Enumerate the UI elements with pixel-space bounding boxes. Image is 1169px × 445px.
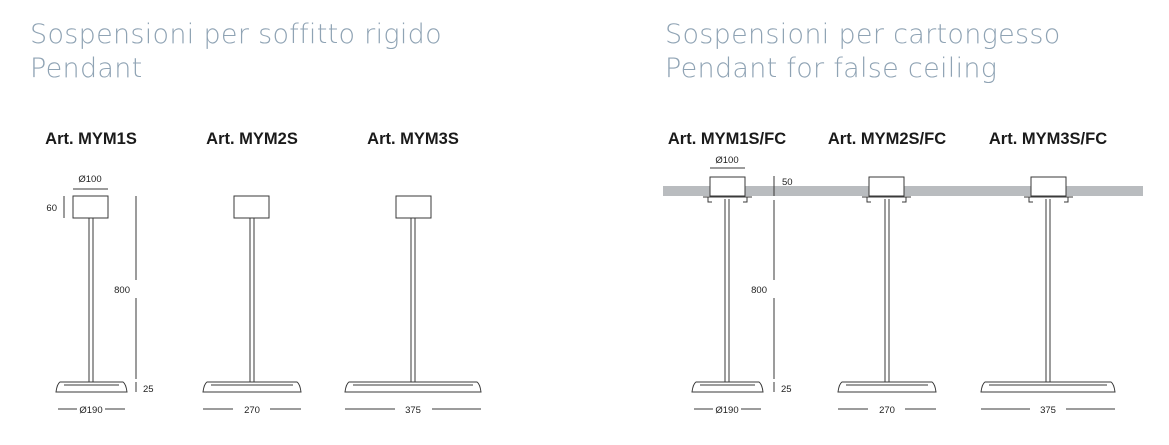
lamp-base xyxy=(344,381,482,393)
product-label-mym1s: Art. MYM1S xyxy=(45,130,137,148)
canopy xyxy=(395,195,432,219)
product-label-mym3s-fc: Art. MYM3S/FC xyxy=(988,130,1108,148)
product-label-mym2s-fc: Art. MYM2S/FC xyxy=(827,130,947,148)
fixture-mym3s-fc xyxy=(980,176,1116,393)
dim-label-base-height: 25 xyxy=(781,384,792,395)
dim-label-canopy-diameter: Ø100 xyxy=(78,174,101,185)
lamp-base xyxy=(202,381,302,393)
dim-label-width-mym1s-fc: Ø190 xyxy=(715,405,738,416)
fixture-mym1s-fc xyxy=(691,176,764,393)
dim-label-width-mym3s: 375 xyxy=(405,405,421,416)
canopy xyxy=(709,176,746,197)
canopy xyxy=(1030,176,1067,197)
dim-label-width-mym1s: Ø190 xyxy=(79,405,102,416)
product-label-mym2s: Art. MYM2S xyxy=(206,130,298,148)
section-title-false-ceiling: Sospensioni per cartongesso Pendant for … xyxy=(665,18,1061,86)
canopy xyxy=(72,195,109,219)
lamp-base xyxy=(55,381,128,393)
dimension-lines-right xyxy=(694,167,1115,410)
section-title-rigid-ceiling: Sospensioni per soffitto rigido Pendant xyxy=(30,18,442,86)
title-italian: Sospensioni per soffitto rigido xyxy=(30,19,442,50)
spring-clips xyxy=(707,197,748,203)
fixture-mym2s xyxy=(202,195,302,393)
dim-label-canopy-diameter: Ø100 xyxy=(715,155,738,166)
dim-label-stem-length: 800 xyxy=(751,285,767,296)
dim-label-base-height: 25 xyxy=(143,384,154,395)
dim-label-width-mym2s-fc: 270 xyxy=(879,405,895,416)
canopy xyxy=(233,195,270,219)
dim-label-width-mym2s: 270 xyxy=(244,405,260,416)
dim-label-canopy-height: 60 xyxy=(46,203,57,214)
lamp-base xyxy=(837,381,937,393)
title-english: Pendant xyxy=(30,53,143,84)
fixture-mym1s xyxy=(55,195,128,393)
fixture-mym3s xyxy=(344,195,482,393)
dim-label-stem-length: 800 xyxy=(114,285,130,296)
dim-label-ceiling-thickness: 50 xyxy=(782,177,793,188)
spring-clips xyxy=(866,197,907,203)
spring-clips xyxy=(1028,197,1069,203)
product-label-mym3s: Art. MYM3S xyxy=(367,130,459,148)
title-italian: Sospensioni per cartongesso xyxy=(665,19,1061,50)
dimension-lines-left xyxy=(58,188,481,410)
product-label-mym1s-fc: Art. MYM1S/FC xyxy=(667,130,787,148)
lamp-base xyxy=(980,381,1116,393)
fixture-mym2s-fc xyxy=(837,176,937,393)
lamp-base xyxy=(691,381,764,393)
dim-label-width-mym3s-fc: 375 xyxy=(1040,405,1056,416)
canopy xyxy=(868,176,905,197)
title-english: Pendant for false ceiling xyxy=(665,53,998,84)
